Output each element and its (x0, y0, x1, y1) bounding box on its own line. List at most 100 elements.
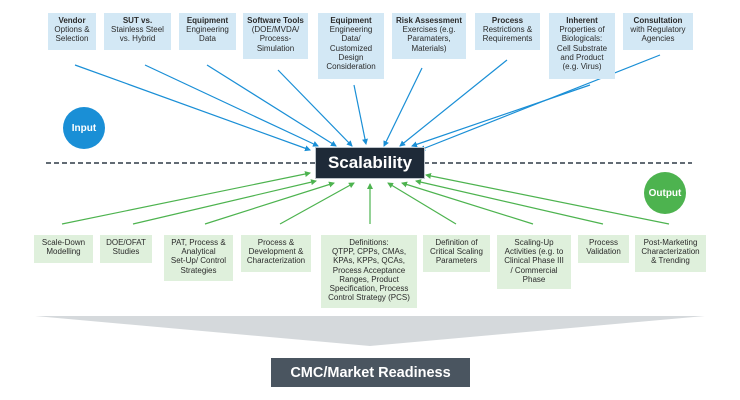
input-badge-label: Input (71, 122, 97, 134)
output-arrow (279, 182, 355, 225)
box-text-line: Inherent (566, 16, 598, 25)
box-text-line: KPAs, KPPs, QCAs, (333, 256, 405, 266)
box-text-line: PAT, Process & (171, 238, 226, 247)
output-activity-box: Process &Development &Characterization (241, 235, 311, 272)
box-text-line: Cell Substrate (556, 43, 608, 53)
box-text-line: Materials) (411, 43, 447, 53)
box-text-line: Specification, Process (329, 284, 409, 294)
box-text-line: Equipment (330, 16, 372, 25)
scalability-node: Scalability (316, 148, 424, 178)
input-arrow (411, 84, 591, 148)
box-text-line: / Commercial (510, 265, 558, 275)
box-text-line: Risk Assessment (396, 16, 462, 25)
box-text-line: Definition of (435, 238, 478, 247)
box-text-line: Analytical (181, 247, 216, 257)
box-text-line: Critical Scaling (430, 247, 483, 257)
box-text-line: Definitions: (349, 238, 389, 247)
box-text-line: Scaling-Up (514, 238, 554, 247)
box-text-line: Engineering (329, 25, 373, 35)
box-text-line: Phase (522, 274, 546, 284)
box-text-line: Process- (259, 34, 292, 44)
input-arrow (277, 69, 353, 147)
box-text-line: Equipment (186, 16, 229, 25)
box-text-line: DOE/OFAT (106, 238, 146, 247)
input-arrow (144, 64, 319, 147)
box-text-line: Ranges, Product (339, 274, 399, 284)
output-badge: Output (644, 172, 686, 214)
output-arrow (132, 179, 317, 225)
box-text-line: Agencies (641, 34, 675, 44)
box-text-line: Characterization (246, 256, 306, 266)
input-badge: Input (63, 107, 105, 149)
box-text-line: vs. Hybrid (119, 34, 156, 44)
box-text-line: Simulation (256, 43, 295, 53)
box-text-line: Parameters (435, 256, 478, 266)
box-text-line: Properties of (559, 25, 605, 35)
box-text-line: Data/ (341, 34, 361, 44)
box-text-line: Validation (586, 247, 621, 257)
output-badge-label: Output (648, 187, 682, 199)
input-arrow (419, 54, 661, 151)
box-text-line: Consideration (326, 62, 376, 72)
box-text-line: Scale-Down (41, 238, 86, 247)
chevron-arrow (35, 316, 705, 346)
box-text-line: Paramaters, (407, 34, 451, 44)
box-text-line: Set-Up/ Control (170, 256, 227, 266)
box-text-line: Software Tools (247, 16, 304, 25)
box-text-line: Characterization (641, 247, 700, 257)
input-factor-box: Software Tools(DOE/MVDA/Process-Simulati… (243, 13, 308, 59)
box-text-line: Restrictions & (482, 25, 533, 35)
output-activity-box: Definitions:QTPP, CPPs, CMAs,KPAs, KPPs,… (321, 235, 417, 308)
box-text-line: & Trending (651, 256, 690, 266)
output-arrow (425, 173, 670, 225)
input-arrow (399, 59, 508, 147)
box-text-line: Consultation (633, 16, 683, 25)
box-text-line: Process (589, 238, 618, 247)
box-text-line: Strategies (180, 265, 217, 275)
output-arrow (387, 182, 457, 225)
box-text-line: Engineering (186, 25, 229, 35)
box-text-line: Process & (257, 238, 295, 247)
box-text-line: (DOE/MVDA/ (251, 25, 300, 35)
box-text-line: Customized (329, 43, 373, 53)
box-text-line: Selection (55, 34, 89, 44)
output-arrow (415, 179, 604, 225)
box-text-line: and Product (560, 52, 604, 62)
box-text-line: SUT vs. (122, 16, 153, 25)
box-text-line: Activities (e.g. to (504, 247, 564, 257)
box-text-line: Data (199, 34, 216, 44)
box-text-line: Biologicals: (561, 34, 603, 44)
box-text-line: Process Acceptance (332, 265, 406, 275)
box-text-line: Stainless Steel (111, 25, 164, 35)
box-text-line: with Regulatory (630, 25, 686, 35)
input-arrow (206, 64, 337, 147)
input-arrow (74, 64, 311, 152)
box-text-line: Control Strategy (PCS) (328, 293, 410, 303)
input-arrow (353, 84, 368, 145)
cmc-market-readiness-node: CMC/Market Readiness (271, 358, 470, 387)
box-text-line: Modelling (46, 247, 81, 257)
box-text-line: Vendor (58, 16, 86, 25)
input-arrow (383, 67, 423, 147)
box-text-line: Post-Marketing (643, 238, 698, 247)
box-text-line: Requirements (482, 34, 533, 44)
box-text-line: Process (491, 16, 524, 25)
box-text-line: Design (338, 52, 364, 62)
scalability-label: Scalability (327, 153, 413, 172)
output-arrow (204, 181, 335, 225)
output-arrow (401, 181, 534, 225)
cmc-market-readiness-label: CMC/Market Readiness (290, 364, 451, 381)
